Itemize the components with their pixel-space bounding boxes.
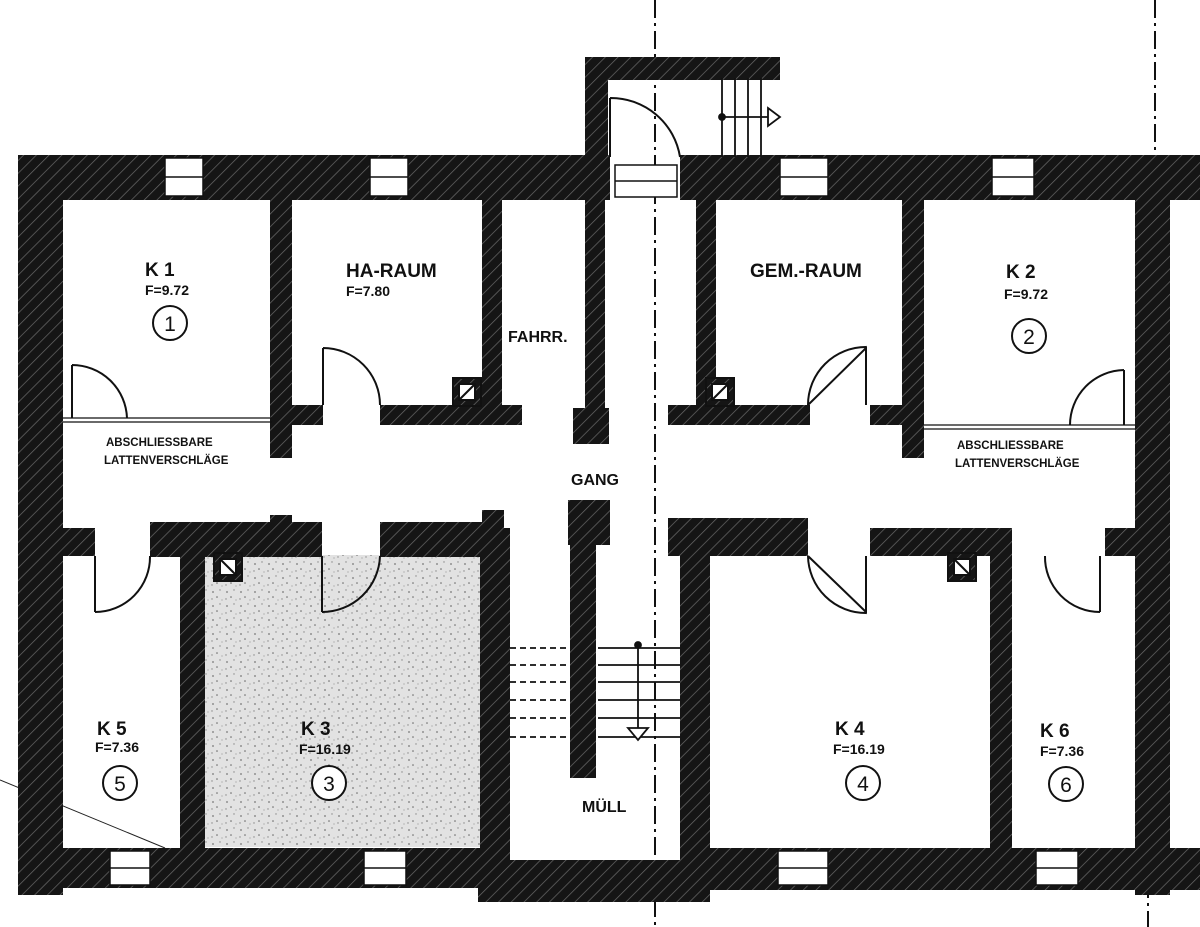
k2-area: F=9.72 xyxy=(1004,286,1048,302)
lattice-partitions xyxy=(63,417,1135,430)
shafts xyxy=(213,377,977,582)
k6-area: F=7.36 xyxy=(1040,743,1084,759)
k3-name: K 3 xyxy=(301,719,331,740)
k4-name: K 4 xyxy=(835,719,865,740)
gem-name: GEM.-RAUM xyxy=(750,261,862,282)
k3-shaded-floor xyxy=(205,555,480,847)
k6-name: K 6 xyxy=(1040,721,1070,742)
muell-label: MÜLL xyxy=(582,797,627,816)
walls xyxy=(18,57,1200,902)
k5-name: K 5 xyxy=(97,719,127,740)
ha-area: F=7.80 xyxy=(346,283,390,299)
k1-name: K 1 xyxy=(145,260,175,281)
gang-label: GANG xyxy=(571,472,619,489)
k1-area: F=9.72 xyxy=(145,282,189,298)
fahrr-label: FAHRR. xyxy=(508,329,568,346)
k5-area: F=7.36 xyxy=(95,739,139,755)
k1-number: 1 xyxy=(164,313,176,336)
stairs xyxy=(510,78,782,742)
room-number-circles xyxy=(102,305,1084,802)
k2-name: K 2 xyxy=(1006,262,1036,283)
k6-number: 6 xyxy=(1060,774,1072,797)
lattice-left-line1: ABSCHLIESSBARE xyxy=(106,437,213,449)
k4-number: 4 xyxy=(857,773,869,796)
lattice-right-line1: ABSCHLIESSBARE xyxy=(957,440,1064,452)
k4-area: F=16.19 xyxy=(833,741,885,757)
k5-number: 5 xyxy=(114,773,126,796)
doors xyxy=(71,96,1125,615)
lattice-left-line2: LATTENVERSCHLÄGE xyxy=(104,454,229,467)
k3-number: 3 xyxy=(323,773,335,796)
k2-number: 2 xyxy=(1023,326,1035,349)
windows xyxy=(109,157,1079,886)
ha-name: HA-RAUM xyxy=(346,261,437,282)
k3-area: F=16.19 xyxy=(299,741,351,757)
lattice-right-line2: LATTENVERSCHLÄGE xyxy=(955,457,1080,470)
